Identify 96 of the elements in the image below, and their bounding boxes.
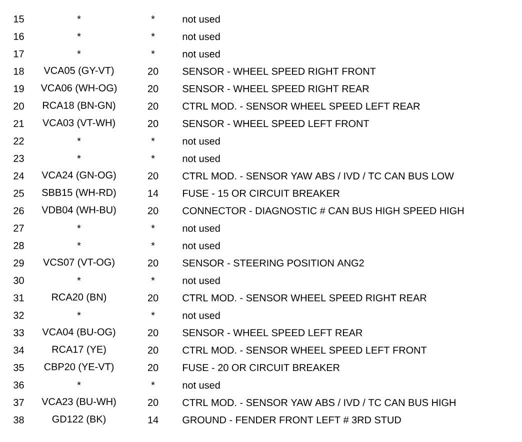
circuit-description: GROUND - FENDER FRONT LEFT # 3RD STUD	[182, 416, 401, 424]
wire-gauge: *	[151, 382, 155, 386]
circuit-description: CTRL MOD. - SENSOR WHEEL SPEED RIGHT REAR	[182, 294, 426, 302]
wire-gauge: *	[151, 242, 155, 246]
pin-number: 15	[14, 16, 24, 22]
pin-number: 30	[14, 276, 24, 284]
circuit-description: CTRL MOD. - SENSOR YAW ABS / IVD / TC CAN BUS LOW	[182, 172, 454, 180]
wire-gauge: 14	[148, 190, 158, 197]
wire-gauge: *	[151, 50, 155, 54]
wire-gauge: *	[151, 138, 155, 142]
pin-number: 23	[14, 154, 24, 162]
wire-gauge: 20	[148, 398, 158, 406]
circuit-code: CBP20 (YE-VT)	[44, 362, 114, 372]
circuit-description: not used	[182, 224, 220, 232]
circuit-description: not used	[182, 276, 220, 284]
circuit-description: FUSE - 20 OR CIRCUIT BREAKER	[183, 364, 340, 372]
pin-number: 16	[14, 32, 24, 40]
wire-gauge: 14	[148, 416, 158, 424]
circuit-description: CTRL MOD. - SENSOR WHEEL SPEED LEFT REAR	[182, 102, 420, 110]
pin-number: 19	[14, 85, 24, 92]
circuit-code: *	[77, 50, 81, 54]
circuit-code: *	[77, 16, 81, 20]
circuit-code: VCA03 (VT-WH)	[42, 118, 115, 128]
wire-gauge: 20	[148, 68, 158, 75]
circuit-code: *	[77, 312, 81, 316]
pin-number: 35	[14, 364, 24, 372]
circuit-description: not used	[182, 154, 220, 162]
wire-gauge: *	[151, 312, 155, 316]
wire-gauge: 20	[148, 85, 158, 92]
wire-gauge: 20	[148, 294, 158, 302]
pin-number: 38	[14, 416, 24, 424]
wire-gauge: 20	[148, 364, 158, 372]
pin-number: 32	[14, 312, 24, 319]
pin-number: 17	[14, 50, 24, 58]
pin-number: 34	[14, 346, 24, 354]
circuit-description: CTRL MOD. - SENSOR YAW ABS / IVD / TC CAN BUS HIGH	[182, 398, 456, 406]
circuit-code: VCA04 (BU-OG)	[42, 328, 116, 338]
circuit-description: SENSOR - WHEEL SPEED LEFT FRONT	[182, 120, 370, 128]
pin-number: 29	[14, 259, 24, 267]
circuit-description: not used	[182, 15, 220, 23]
pin-number: 24	[14, 172, 24, 180]
circuit-code: RCA18 (BN-GN)	[43, 102, 116, 111]
pin-number: 28	[14, 242, 24, 250]
circuit-code: *	[77, 224, 81, 228]
wire-gauge: 20	[148, 172, 158, 180]
pin-number: 33	[14, 329, 24, 336]
circuit-code: *	[77, 242, 81, 246]
circuit-description: FUSE - 15 OR CIRCUIT BREAKER	[183, 190, 340, 197]
circuit-description: SENSOR - WHEEL SPEED RIGHT REAR	[182, 85, 369, 92]
circuit-code: RCA17 (YE)	[52, 346, 106, 355]
wire-gauge: 20	[148, 102, 158, 110]
circuit-code: *	[77, 32, 81, 36]
pin-number: 25	[14, 190, 24, 197]
circuit-code: *	[77, 277, 81, 280]
wire-gauge: 20	[148, 259, 158, 267]
pin-number: 26	[14, 207, 24, 214]
pin-number: 36	[14, 382, 24, 389]
circuit-description: SENSOR - WHEEL SPEED RIGHT FRONT	[182, 68, 376, 75]
circuit-code: VCA23 (BU-WH)	[42, 398, 116, 408]
pin-number: 22	[14, 138, 24, 144]
circuit-code: VCS07 (VT-OG)	[43, 258, 114, 268]
circuit-code: VCA24 (GN-OG)	[42, 171, 116, 180]
wire-gauge: 20	[148, 346, 158, 354]
circuit-code: GD122 (BK)	[52, 415, 106, 425]
circuit-code: SBB15 (WH-RD)	[42, 188, 116, 198]
circuit-code: *	[77, 382, 81, 386]
wire-gauge: 20	[148, 329, 158, 336]
pin-number: 37	[14, 398, 24, 406]
circuit-code: *	[77, 138, 81, 142]
pin-number: 21	[14, 120, 24, 128]
wire-gauge: *	[151, 16, 155, 20]
circuit-code: VCA05 (GY-VT)	[44, 66, 114, 76]
wire-gauge: *	[151, 224, 155, 228]
wire-gauge: 20	[148, 120, 158, 128]
pin-number: 27	[14, 224, 24, 232]
wire-gauge: *	[151, 32, 155, 36]
pin-number: 31	[14, 294, 24, 302]
circuit-description: SENSOR - WHEEL SPEED LEFT REAR	[182, 329, 362, 336]
circuit-description: not used	[182, 50, 220, 58]
wire-gauge: *	[151, 155, 155, 158]
circuit-code: *	[77, 155, 81, 158]
circuit-code: VDB04 (WH-BU)	[42, 206, 116, 216]
circuit-description: not used	[182, 137, 220, 145]
wire-gauge: *	[151, 277, 155, 280]
pin-number: 20	[14, 102, 24, 110]
wire-gauge: 20	[148, 207, 158, 214]
circuit-description: not used	[182, 32, 220, 40]
pin-number: 18	[14, 68, 24, 75]
circuit-code: RCA20 (BN)	[52, 293, 106, 302]
circuit-description: SENSOR - STEERING POSITION ANG2	[182, 259, 364, 267]
circuit-code: VCA06 (WH-OG)	[40, 84, 117, 94]
circuit-description: CTRL MOD. - SENSOR WHEEL SPEED LEFT FRONT	[182, 346, 427, 354]
circuit-description: not used	[182, 242, 220, 250]
circuit-description: not used	[182, 381, 220, 389]
circuit-description: CONNECTOR - DIAGNOSTIC # CAN BUS HIGH SPEED HIGH	[182, 207, 464, 214]
circuit-description: not used	[182, 312, 220, 319]
